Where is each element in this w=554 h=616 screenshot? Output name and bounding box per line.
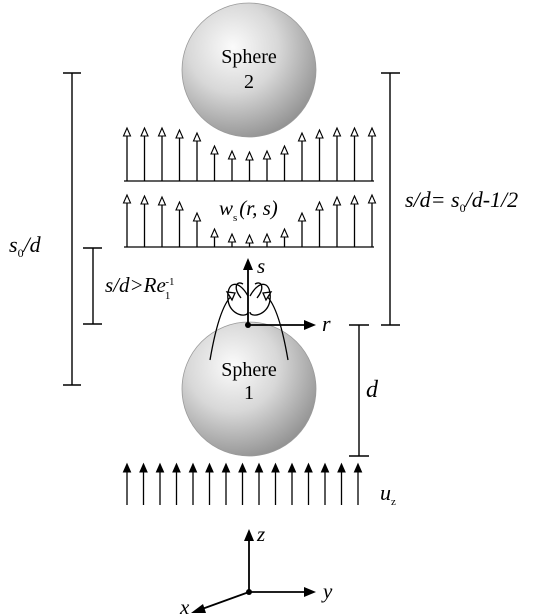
velocity-arrow-head — [367, 126, 377, 137]
velocity-arrow-head — [350, 194, 359, 205]
velocity-arrow-head — [332, 195, 342, 206]
velocity-arrow-head — [337, 462, 346, 473]
velocity-arrow-head — [140, 194, 149, 205]
velocity-arrow-head — [287, 462, 297, 473]
sphere-2-number: 2 — [244, 71, 254, 93]
velocity-arrow-head — [353, 462, 363, 473]
velocity-arrow-head — [122, 126, 132, 137]
wake-velocity-label: ws(r, s) — [219, 196, 278, 224]
velocity-arrow-head — [205, 462, 214, 473]
velocity-arrow-head — [221, 462, 231, 473]
axis-x-label: x — [179, 595, 190, 616]
velocity-arrow-head — [122, 462, 132, 473]
velocity-arrow-head — [315, 200, 324, 211]
velocity-arrow-head — [140, 126, 149, 137]
velocity-arrow-head — [122, 193, 132, 204]
bracket-d — [349, 324, 369, 457]
velocity-profile-upper — [122, 126, 377, 181]
bracket-separation — [381, 72, 400, 326]
bracket-s0-d — [63, 72, 81, 386]
axis-s-label: s — [257, 254, 265, 278]
axis-z-label: z — [256, 522, 265, 546]
velocity-arrow-head — [262, 232, 272, 243]
velocity-arrow-head — [192, 131, 202, 142]
velocity-arrow-head — [332, 126, 342, 137]
d-label: d — [366, 377, 379, 403]
velocity-arrow-head — [157, 195, 167, 206]
velocity-arrow-head — [227, 232, 237, 243]
velocity-arrow-head — [280, 227, 289, 238]
separation-eq-label: s/d= s0/d-1/2 — [405, 187, 518, 215]
bracket-wake — [83, 247, 102, 325]
velocity-arrow-head — [262, 149, 272, 160]
uz-label: uz — [380, 480, 396, 508]
sphere-1-number: 1 — [244, 382, 254, 404]
velocity-arrow-head — [139, 462, 148, 473]
velocity-arrow-head — [245, 150, 254, 161]
velocity-arrow-head — [175, 128, 184, 139]
uniform-inflow-arrows — [122, 462, 363, 505]
sphere-2 — [181, 2, 317, 138]
velocity-arrow-head — [297, 211, 307, 222]
velocity-profile-lower — [122, 193, 377, 247]
velocity-arrow-head — [245, 233, 254, 244]
velocity-arrow-head — [367, 193, 377, 204]
velocity-arrow-head — [271, 462, 280, 473]
velocity-arrow-head — [227, 149, 237, 160]
velocity-arrow-head — [210, 227, 219, 238]
wake-axes — [243, 258, 316, 330]
velocity-arrow-head — [315, 128, 324, 139]
velocity-arrow-head — [172, 462, 181, 473]
coordinate-frame — [191, 529, 316, 613]
wake-vortex — [209, 282, 289, 361]
velocity-arrow-head — [254, 462, 264, 473]
sphere-2-label: Sphere — [221, 46, 277, 68]
axis-r-label: r — [322, 311, 331, 336]
sphere-1 — [181, 321, 317, 457]
velocity-arrow-head — [320, 462, 330, 473]
velocity-arrow-head — [350, 126, 359, 137]
velocity-arrow-head — [297, 131, 307, 142]
sphere-1-label: Sphere — [221, 359, 277, 381]
velocity-arrow-head — [175, 200, 184, 211]
axis-y-label: y — [321, 579, 333, 603]
velocity-arrow-head — [157, 126, 167, 137]
velocity-arrow-head — [280, 144, 289, 155]
s0-over-d-label: s0/d — [9, 232, 42, 260]
velocity-arrow-head — [188, 462, 198, 473]
velocity-arrow-head — [304, 462, 313, 473]
velocity-arrow-head — [238, 462, 247, 473]
velocity-arrow-head — [192, 211, 202, 222]
velocity-arrow-head — [210, 144, 219, 155]
velocity-arrow-head — [155, 462, 165, 473]
wake-condition-label: s/d>Re1-1 — [105, 273, 175, 302]
